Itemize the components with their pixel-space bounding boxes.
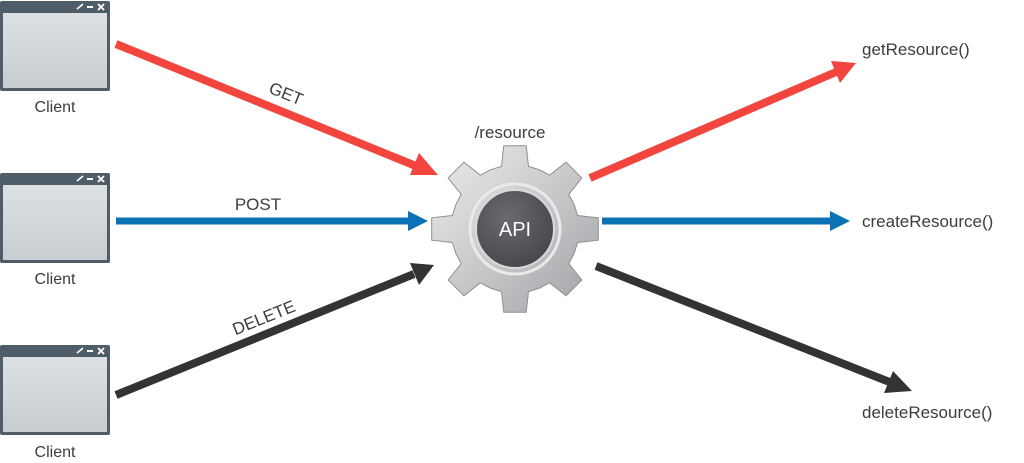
client-window-3 [0, 345, 110, 435]
delete-handler-arrow [594, 262, 912, 393]
delete-request-arrow [114, 263, 434, 399]
client-label-3: Client [35, 444, 76, 461]
window-controls-icon [76, 3, 105, 11]
api-badge: API [475, 189, 555, 269]
post-request-arrow [116, 211, 428, 231]
api-path-label: /resource [475, 123, 546, 142]
post-method-label: POST [235, 195, 281, 214]
window-controls-icon [76, 175, 105, 183]
client-label-1: Client [35, 99, 76, 116]
get-handler-arrow [588, 61, 856, 182]
client-label-2: Client [35, 271, 76, 288]
client-window-1 [0, 1, 110, 91]
create-handler-label: createResource() [862, 212, 993, 231]
get-request-arrow [114, 40, 438, 175]
get-handler-label: getResource() [862, 40, 970, 59]
create-handler-arrow [602, 211, 850, 231]
client-window-2 [0, 173, 110, 263]
window-controls-icon [76, 347, 105, 355]
delete-handler-label: deleteResource() [862, 403, 992, 422]
api-label: API [499, 219, 531, 241]
